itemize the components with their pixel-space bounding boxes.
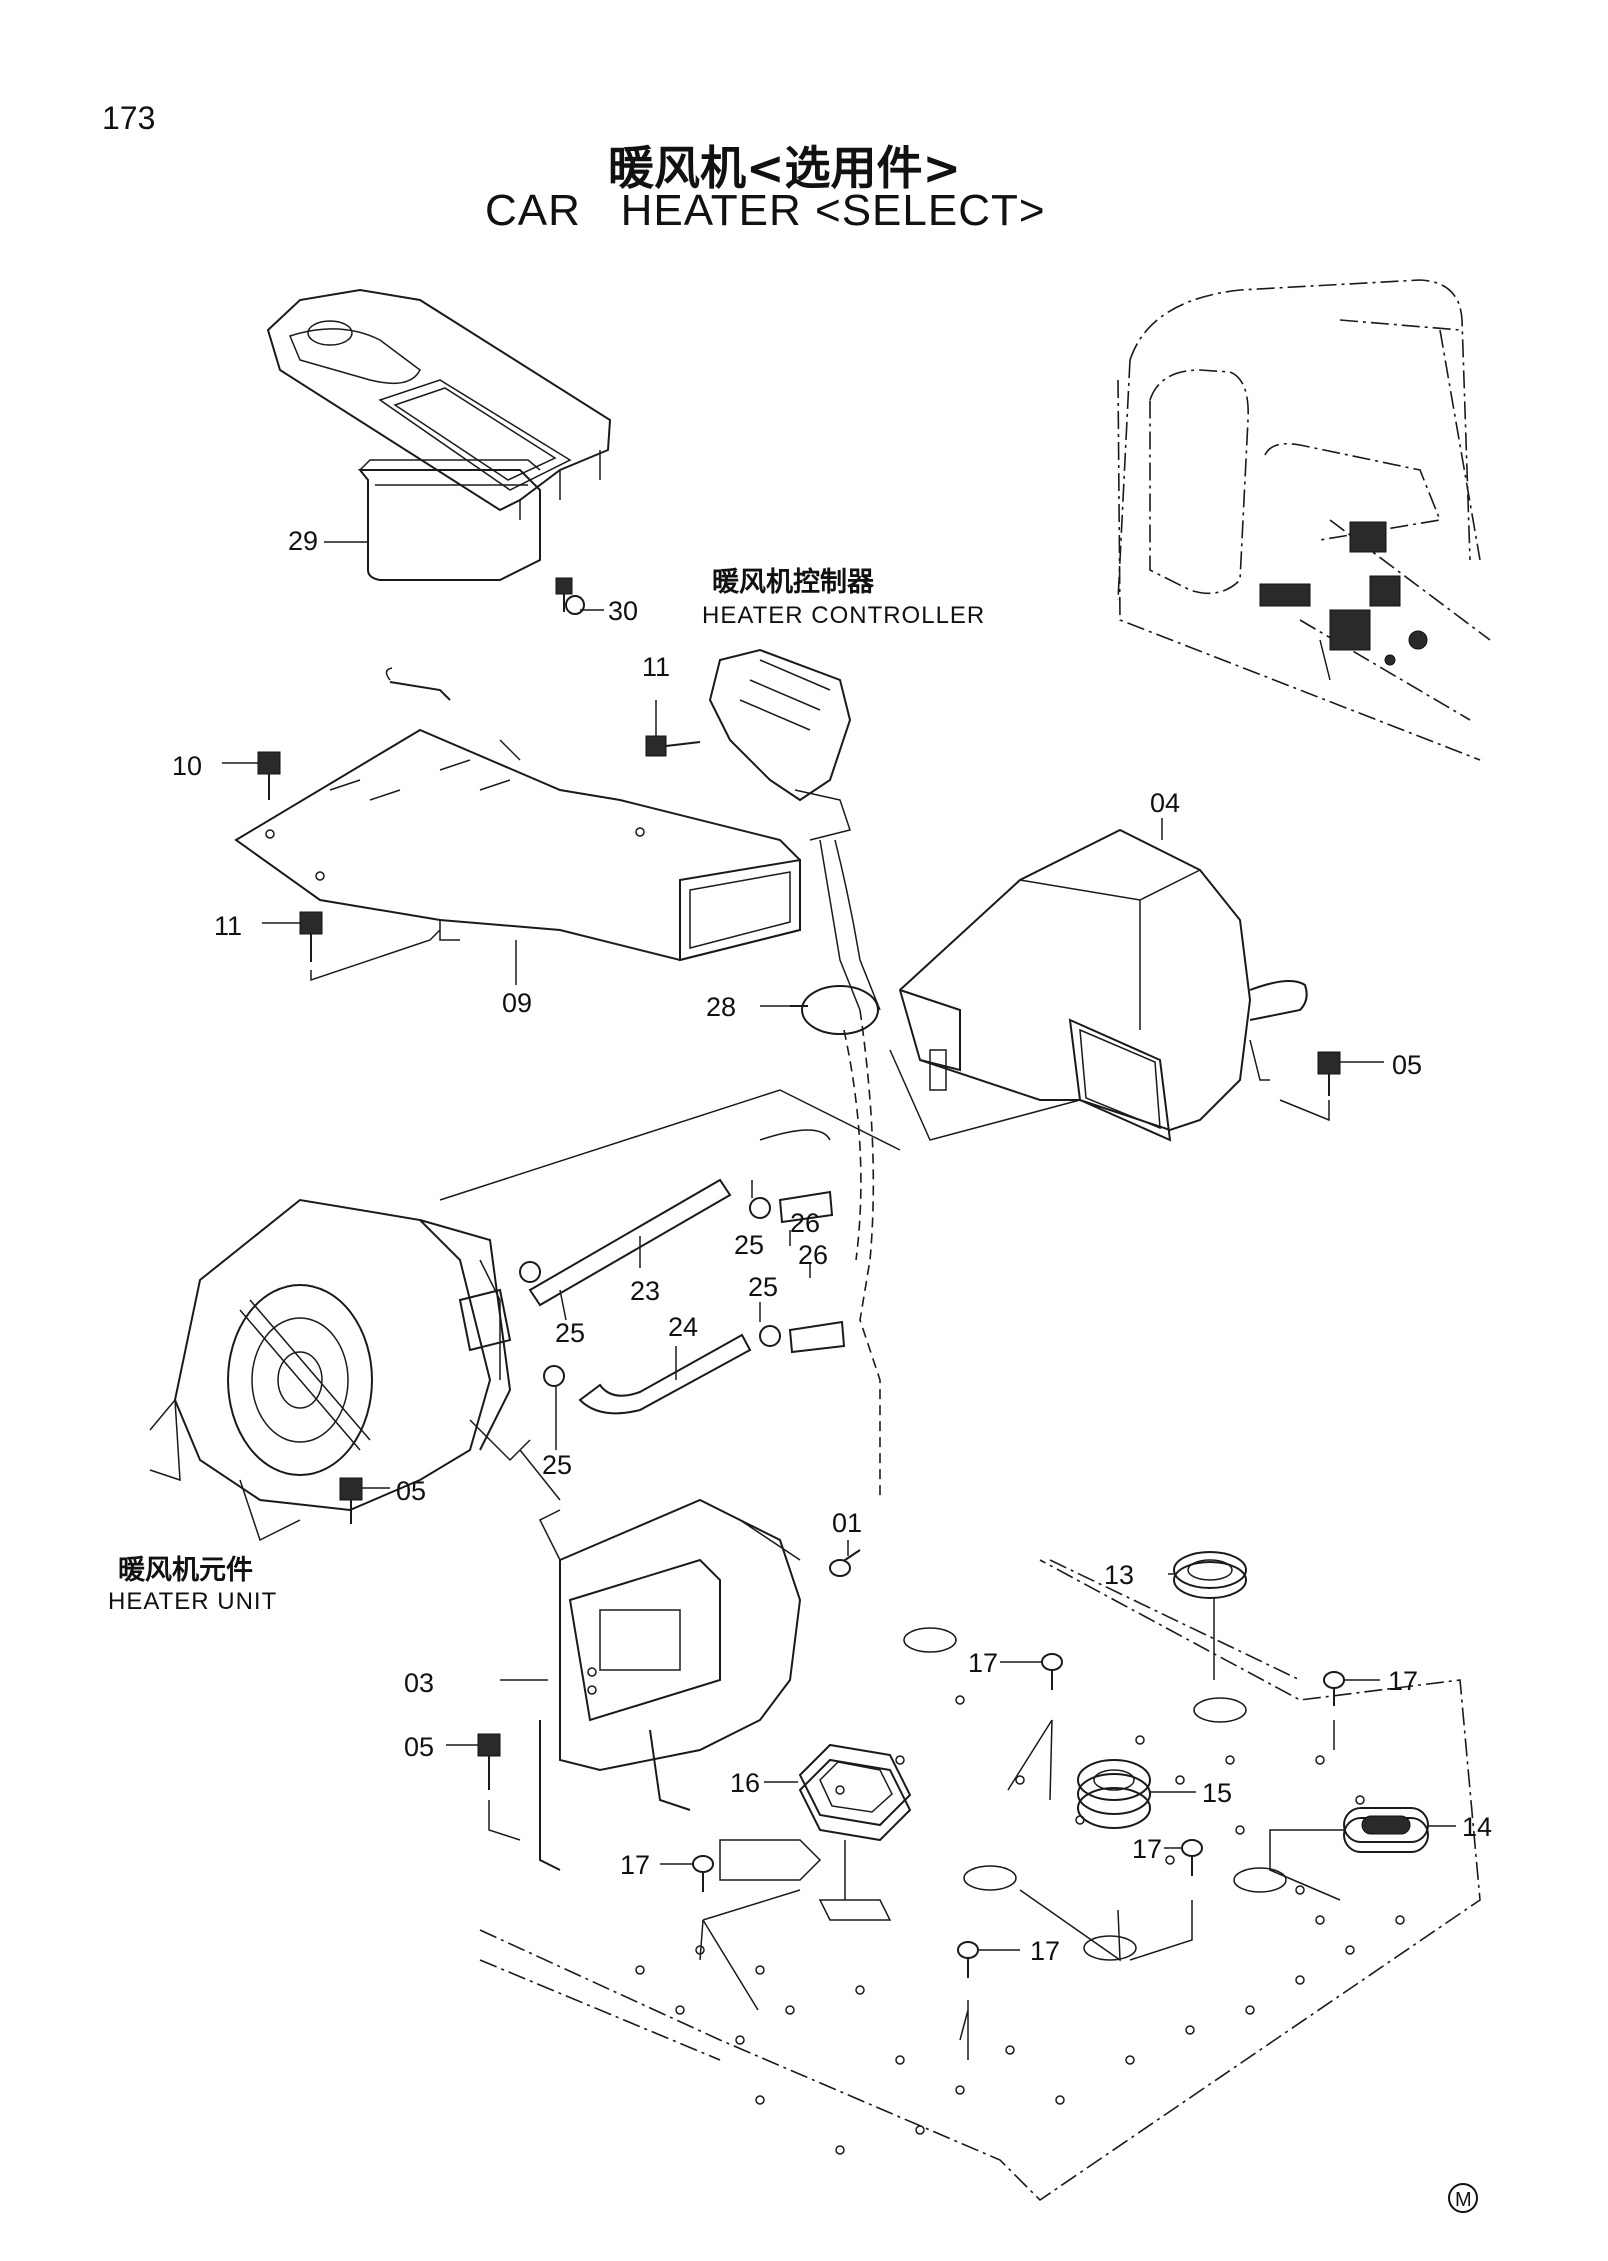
part-03-lower-duct bbox=[538, 1498, 802, 1871]
circled-m-mark: M bbox=[1448, 2183, 1478, 2213]
callout-28: 28 bbox=[706, 992, 736, 1022]
part-10-bolt bbox=[222, 751, 281, 800]
floor-plate bbox=[479, 1559, 1481, 2202]
hose-leaders bbox=[555, 1180, 811, 1450]
mark-letter: M bbox=[1455, 2189, 1472, 2211]
callout-03: 03 bbox=[404, 1668, 434, 1698]
callout-05-right: 05 bbox=[1392, 1050, 1422, 1080]
screw-17b bbox=[1323, 1671, 1380, 1750]
part-16-grommet bbox=[764, 1743, 912, 1900]
part-28-clip bbox=[760, 985, 879, 1035]
part-30-screw bbox=[555, 577, 604, 615]
screw-17c bbox=[660, 1855, 801, 2011]
callout-25-middle: 25 bbox=[748, 1272, 778, 1302]
part-05-bolt-heater bbox=[339, 1477, 390, 1524]
page-number: 173 bbox=[102, 100, 156, 136]
heater-unit-label-cn: 暖风机元件 bbox=[118, 1555, 253, 1586]
title-english: CAR HEATER <SELECT> bbox=[485, 186, 1046, 235]
part-11-bolt-controller bbox=[645, 700, 701, 757]
callout-17-e: 17 bbox=[1030, 1936, 1060, 1966]
heater-controller-label-cn: 暖风机控制器 bbox=[712, 567, 874, 598]
part-01-screw bbox=[829, 1540, 861, 1577]
callout-09: 09 bbox=[502, 988, 532, 1018]
callout-29: 29 bbox=[288, 526, 318, 556]
callout-labels: 29 30 11 10 11 09 28 04 05 26 25 26 23 2… bbox=[172, 526, 1492, 1966]
screw-17e bbox=[957, 1941, 1020, 2060]
callout-30: 30 bbox=[608, 596, 638, 626]
callout-24: 24 bbox=[668, 1312, 698, 1342]
callout-14: 14 bbox=[1462, 1812, 1492, 1842]
part-17-screws bbox=[660, 1653, 1380, 2060]
title-chinese: 暖风机<选用件> bbox=[608, 141, 962, 195]
callout-01: 01 bbox=[832, 1508, 862, 1538]
callout-17-a: 17 bbox=[968, 1648, 998, 1678]
callout-25-upper: 25 bbox=[734, 1230, 764, 1260]
callout-05-lower: 05 bbox=[404, 1732, 434, 1762]
callout-05-heater: 05 bbox=[396, 1476, 426, 1506]
part-15-grommet bbox=[1077, 1759, 1196, 1829]
heater-controller-part bbox=[708, 648, 881, 1011]
callout-26-lower: 26 bbox=[798, 1240, 828, 1270]
callout-10: 10 bbox=[172, 751, 202, 781]
heater-unit-part bbox=[149, 1198, 561, 1542]
part-14-grommet bbox=[1269, 1807, 1456, 1901]
callout-25-lower: 25 bbox=[542, 1450, 572, 1480]
screw-17d bbox=[1019, 1839, 1203, 1962]
cab-outline bbox=[1117, 279, 1491, 761]
callout-04: 04 bbox=[1150, 788, 1180, 818]
part-29-console-tray bbox=[266, 288, 612, 581]
callout-13: 13 bbox=[1104, 1560, 1134, 1590]
callout-17-d: 17 bbox=[620, 1850, 650, 1880]
heater-controller-label-en: HEATER CONTROLLER bbox=[702, 602, 986, 629]
part-05-bolt-right bbox=[1279, 1051, 1384, 1122]
part-11-bolt-duct bbox=[262, 911, 441, 982]
callout-17-c: 17 bbox=[1132, 1834, 1162, 1864]
part-09-duct bbox=[234, 667, 801, 962]
part-13-grommet bbox=[1168, 1551, 1247, 1680]
callout-16: 16 bbox=[730, 1768, 760, 1798]
hoses-and-fittings bbox=[439, 1009, 901, 1500]
callout-25-left: 25 bbox=[555, 1318, 585, 1348]
heater-unit-label-en: HEATER UNIT bbox=[108, 1588, 278, 1615]
part-05-bolt-lower bbox=[446, 1733, 521, 1841]
screw-17a bbox=[1000, 1653, 1063, 1801]
callout-23: 23 bbox=[630, 1276, 660, 1306]
callout-26-upper: 26 bbox=[790, 1208, 820, 1238]
callout-15: 15 bbox=[1202, 1778, 1232, 1808]
callout-11-duct: 11 bbox=[214, 911, 242, 941]
callout-17-b: 17 bbox=[1388, 1666, 1418, 1696]
floor-holes bbox=[635, 1695, 1405, 2155]
callout-11-controller: 11 bbox=[642, 652, 670, 682]
part-04-duct-cover bbox=[889, 828, 1308, 1142]
